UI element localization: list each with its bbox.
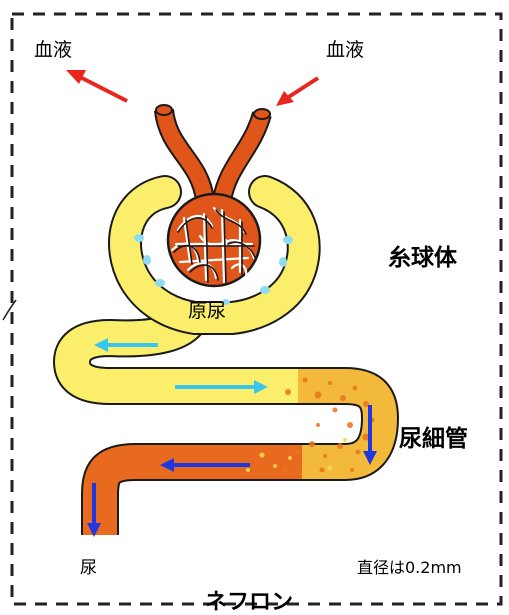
blood-out-arrow <box>66 70 127 101</box>
primary-urine-label: 原尿 <box>188 302 226 321</box>
blood-label-left: 血液 <box>34 41 72 60</box>
nephron-label: ネフロン <box>205 592 293 614</box>
urine-label: 尿 <box>80 560 97 577</box>
pointer-line <box>3 300 16 320</box>
blood-flow-arrows <box>66 70 318 106</box>
blood-in-arrow <box>276 78 318 106</box>
renal-tubule-label: 尿細管 <box>399 428 468 451</box>
blood-label-right: 血液 <box>326 41 364 60</box>
diameter-note: 直径は0.2mm <box>357 560 462 576</box>
glomerulus-label: 糸球体 <box>388 247 457 270</box>
